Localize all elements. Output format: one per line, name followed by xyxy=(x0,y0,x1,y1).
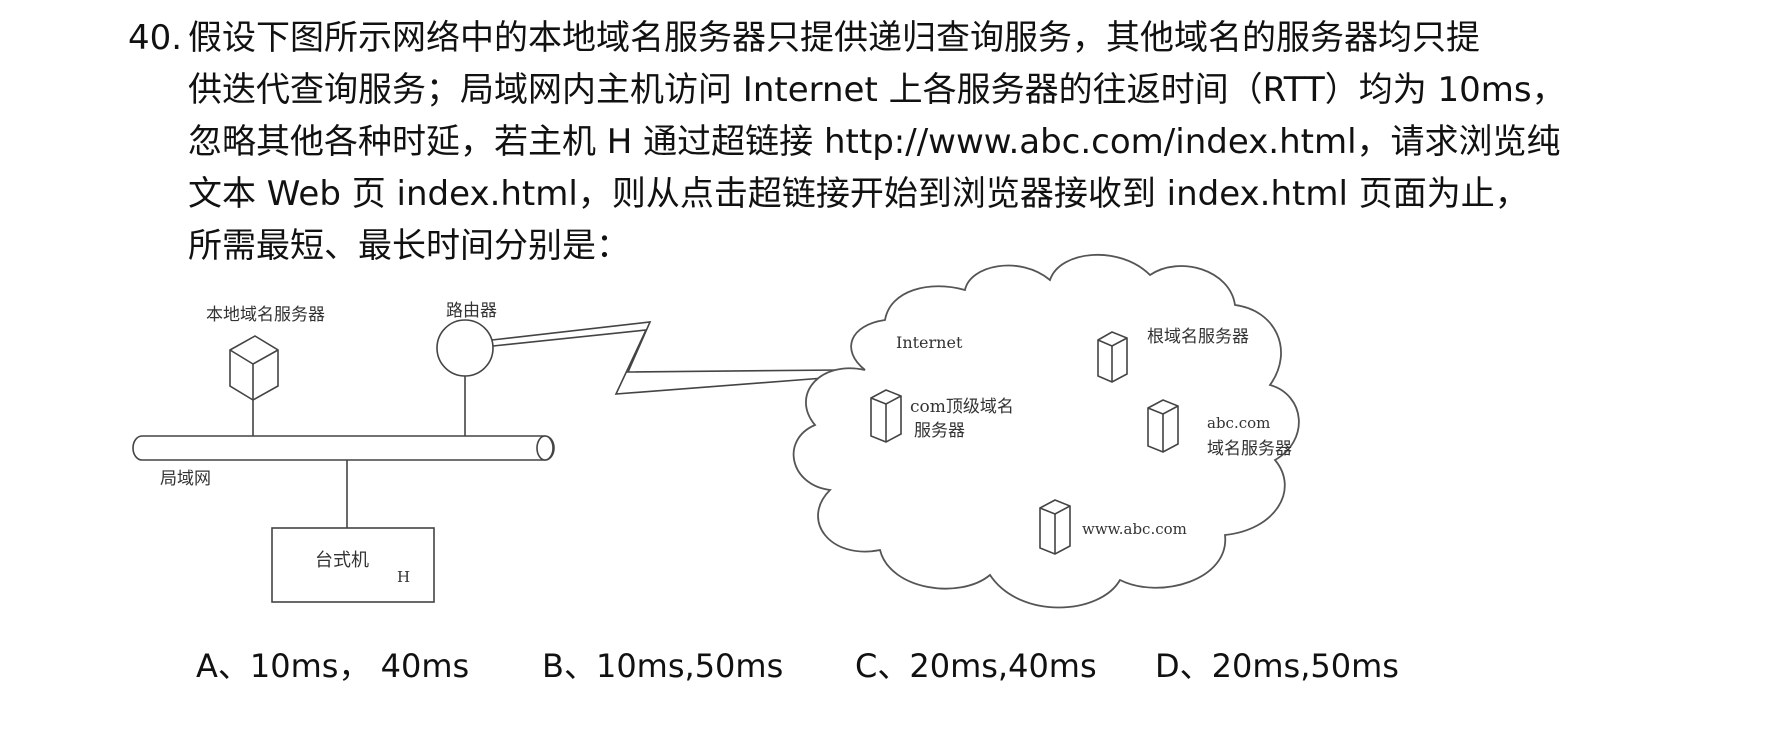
com-dns-label-2: 服务器 xyxy=(914,421,965,441)
wan-link-2 xyxy=(492,329,851,395)
root-dns-server-icon xyxy=(1097,331,1128,383)
com-dns-server-icon xyxy=(870,389,902,443)
com-dns-label-1: com顶级域名 xyxy=(910,397,1014,417)
internet-cloud xyxy=(792,254,1300,609)
lan-cable xyxy=(132,435,555,461)
answer-choices: A、10ms， 40ms B、10ms,50ms C、20ms,40ms D、2… xyxy=(0,644,1792,690)
lan-cable-end xyxy=(536,435,554,461)
abc-dns-label-2: 域名服务器 xyxy=(1207,439,1292,459)
local-dns-server-icon xyxy=(229,335,279,401)
question-number: 40. xyxy=(128,18,183,58)
router-icon xyxy=(436,319,494,377)
host-box xyxy=(271,527,435,603)
router-label: 路由器 xyxy=(446,301,497,321)
wan-link xyxy=(491,321,841,373)
abc-dns-label-1: abc.com xyxy=(1207,414,1270,432)
host-label: 台式机 xyxy=(315,550,369,571)
choice-a[interactable]: A、10ms， 40ms xyxy=(196,647,470,685)
choice-d[interactable]: D、20ms,50ms xyxy=(1155,647,1399,685)
question-line-4: 文本 Web 页 index.html，则从点击超链接开始到浏览器接收到 ind… xyxy=(188,174,1529,214)
www-label: www.abc.com xyxy=(1082,520,1187,538)
question-line-3: 忽略其他各种时延，若主机 H 通过超链接 http://www.abc.com/… xyxy=(188,122,1561,162)
question-line-5: 所需最短、最长时间分别是： xyxy=(188,226,630,266)
lan-label: 局域网 xyxy=(160,469,211,489)
local-dns-label: 本地域名服务器 xyxy=(206,305,325,325)
host-name: H xyxy=(397,568,410,586)
question-line-2: 供迭代查询服务；局域网内主机访问 Internet 上各服务器的往返时间（RTT… xyxy=(188,70,1566,110)
choice-c[interactable]: C、20ms,40ms xyxy=(855,647,1097,685)
internet-label: Internet xyxy=(896,333,963,352)
question-line-1: 假设下图所示网络中的本地域名服务器只提供递归查询服务，其他域名的服务器均只提 xyxy=(188,18,1480,58)
abc-dns-server-icon xyxy=(1147,399,1179,453)
www-server-icon xyxy=(1039,499,1071,555)
root-dns-label: 根域名服务器 xyxy=(1147,327,1249,347)
choice-b[interactable]: B、10ms,50ms xyxy=(542,647,784,685)
